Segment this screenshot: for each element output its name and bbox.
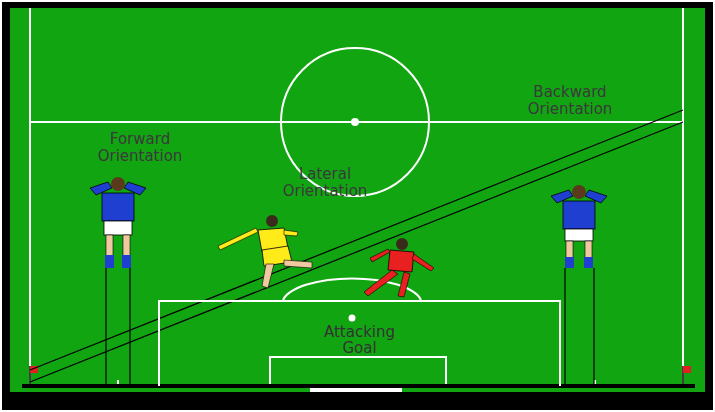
orientation-label: Lateral Orientation	[265, 166, 385, 200]
red-player	[364, 238, 434, 297]
blue-player	[551, 185, 607, 268]
orientation-label: Forward Orientation	[80, 131, 200, 165]
blue-player	[90, 177, 146, 268]
penalty-area: Attacking Goal	[158, 300, 561, 386]
yellow-player	[218, 215, 312, 288]
node-label: Attacking Goal	[315, 324, 405, 356]
orientation-label: Backward Orientation	[510, 84, 630, 118]
